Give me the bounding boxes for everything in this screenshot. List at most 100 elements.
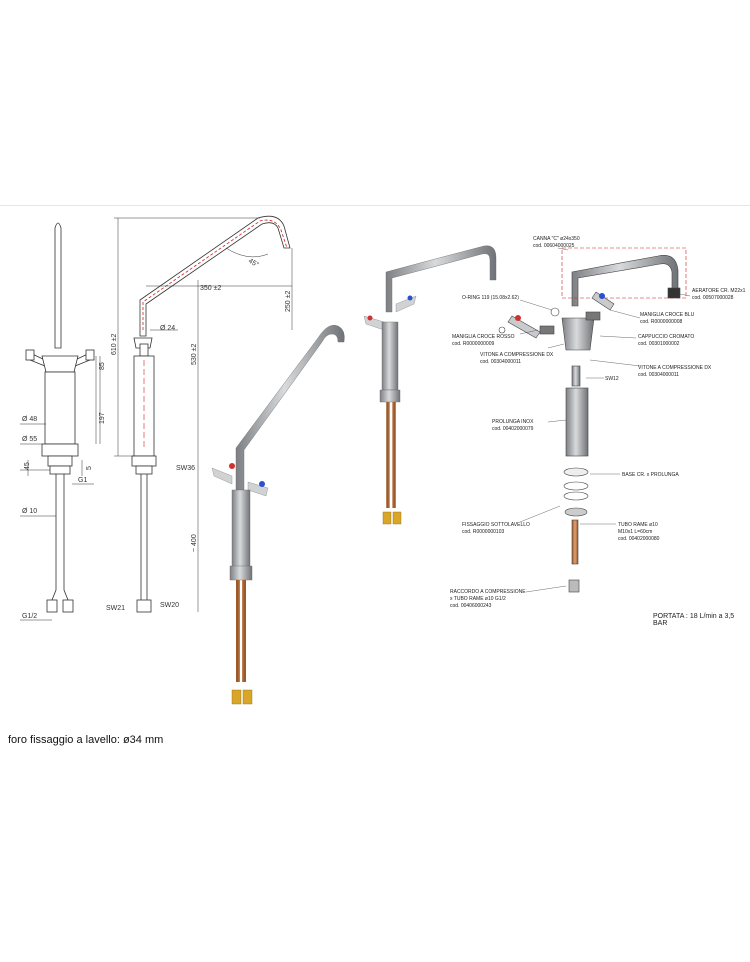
dim-d48: Ø 48 <box>22 416 37 423</box>
exploded-view <box>498 247 691 593</box>
exploded-extension <box>565 387 589 457</box>
svg-text:TUBO RAME ø10: TUBO RAME ø10 <box>618 522 658 528</box>
svg-text:cod. 00507000028: cod. 00507000028 <box>692 295 734 301</box>
svg-text:cod. 00402000079: cod. 00402000079 <box>492 426 534 432</box>
svg-text:PROLUNGA INOX: PROLUNGA INOX <box>492 419 534 425</box>
svg-text:cod. R0000000008: cod. R0000000008 <box>640 319 682 325</box>
render-small-pipes <box>386 402 396 508</box>
render-small-spout <box>385 245 497 313</box>
front-thread <box>47 455 73 467</box>
dim-530: 530 ±2 <box>191 344 198 365</box>
render-large-body <box>231 489 251 573</box>
exploded-labels: CANNA "C" ø24x350 cod. 00604000025 AERAT… <box>450 236 746 609</box>
label-fissaggio: FISSAGGIO SOTTOLAVELLO cod. R0000000103 <box>462 522 530 535</box>
render-large-fitting-r <box>242 689 253 705</box>
dim-g12: G1/2 <box>22 613 37 620</box>
front-fitting-right <box>62 599 74 613</box>
render-large-fitting-l <box>231 689 242 705</box>
front-dimension-texts: Ø 48 Ø 55 45 5 G1 Ø 10 G1/2 85 197 <box>22 362 106 620</box>
svg-text:SW12: SW12 <box>605 376 619 382</box>
exploded-oring <box>550 307 560 317</box>
exploded-leaders <box>519 247 691 593</box>
label-canna: CANNA "C" ø24x350 cod. 00604000025 <box>533 236 580 249</box>
svg-text:cod. 00406000243: cod. 00406000243 <box>450 603 492 609</box>
svg-text:cod. R0000000103: cod. R0000000103 <box>462 529 504 535</box>
dim-250: 250 ±2 <box>285 291 292 312</box>
side-pipe <box>140 474 148 600</box>
exploded-spout <box>571 255 679 307</box>
render-small-fitting-r <box>392 511 402 525</box>
exploded-washer-1 <box>563 481 589 491</box>
side-handle-cap <box>139 343 149 357</box>
svg-text:cod. 00304000011: cod. 00304000011 <box>638 372 679 378</box>
label-maniglia-rosso: MANIGLIA CROCE ROSSO cod. R0000000009 <box>452 334 515 347</box>
label-cappuccio: CAPPUCCIO CROMATO cod. 00301000002 <box>638 334 694 347</box>
dim-45: 45 <box>24 462 31 470</box>
dim-197: 197 <box>99 412 106 424</box>
exploded-valve-right <box>585 311 601 321</box>
render-small-base <box>379 389 401 403</box>
front-nut <box>49 465 71 475</box>
dim-sw20: SW20 <box>160 602 179 609</box>
svg-text:MANIGLIA CROCE BLU: MANIGLIA CROCE BLU <box>640 312 695 318</box>
front-view <box>20 222 101 621</box>
front-pipes <box>51 474 69 612</box>
side-view <box>114 215 293 613</box>
side-spout <box>139 215 291 337</box>
svg-text:CANNA "C" ø24x350: CANNA "C" ø24x350 <box>533 236 580 242</box>
exploded-aerator <box>667 287 681 299</box>
svg-text:cod. 00402000080: cod. 00402000080 <box>618 536 660 542</box>
front-spout <box>54 222 62 349</box>
mounting-hole-caption: foro fissaggio a lavello: ø34 mm <box>8 734 164 746</box>
render-small-fitting-l <box>382 511 392 525</box>
label-base: BASE CR. x PROLUNGA <box>622 472 679 478</box>
exploded-washer-2 <box>563 491 589 501</box>
svg-text:VITONE A COMPRESSIONE DX: VITONE A COMPRESSIONE DX <box>480 352 554 358</box>
exploded-copper-tube <box>571 519 579 565</box>
label-vitone-dx2: VITONE A COMPRESSIONE DX cod. 0030400001… <box>638 365 712 378</box>
dim-sw21: SW21 <box>106 605 125 612</box>
render-large-pipes <box>236 580 246 682</box>
label-oring: O-RING 119 (15.08x2.62) <box>462 295 519 301</box>
front-dimensions <box>20 356 101 621</box>
exploded-handle-red <box>507 315 541 339</box>
exploded-spout-hidden <box>561 247 687 299</box>
dim-d55: Ø 55 <box>22 436 37 443</box>
side-nut <box>135 465 153 475</box>
svg-text:O-RING 119 (15.08x2.62): O-RING 119 (15.08x2.62) <box>462 295 519 301</box>
dim-d24: Ø 24 <box>160 325 175 332</box>
label-sw12: SW12 <box>605 376 619 382</box>
render-faucet-large <box>211 325 345 705</box>
render-large-base <box>229 565 253 581</box>
label-aeratore: AERATORE CR. M22x1 cod. 00507000028 <box>692 288 746 301</box>
dim-sw36: SW36 <box>176 465 195 472</box>
svg-text:cod. 00304000011: cod. 00304000011 <box>480 359 521 365</box>
render-large-spout <box>235 325 345 493</box>
render-small-body <box>381 321 399 391</box>
svg-text:cod. 00301000002: cod. 00301000002 <box>638 341 680 347</box>
svg-text:MANIGLIA CROCE ROSSO: MANIGLIA CROCE ROSSO <box>452 334 515 340</box>
render-large-handles <box>211 463 269 497</box>
exploded-nut <box>564 507 588 517</box>
svg-text:M10x1 L=60cm: M10x1 L=60cm <box>618 529 652 535</box>
exploded-stem <box>571 365 581 387</box>
svg-text:AERATORE CR. M22x1: AERATORE CR. M22x1 <box>692 288 746 294</box>
dim-610: 610 ±2 <box>111 334 118 355</box>
svg-text:cod. 00604000025: cod. 00604000025 <box>533 243 575 249</box>
svg-text:VITONE A COMPRESSIONE DX: VITONE A COMPRESSIONE DX <box>638 365 712 371</box>
dim-angle: 45° <box>247 257 260 269</box>
svg-text:FISSAGGIO SOTTOLAVELLO: FISSAGGIO SOTTOLAVELLO <box>462 522 530 528</box>
exploded-base-ring <box>563 467 589 477</box>
front-body <box>44 371 76 445</box>
label-vitone-dx1: VITONE A COMPRESSIONE DX cod. 0030400001… <box>480 352 554 365</box>
render-faucet-small <box>363 245 497 525</box>
exploded-head <box>561 317 595 351</box>
front-head <box>41 355 79 373</box>
svg-text:CAPPUCCIO CROMATO: CAPPUCCIO CROMATO <box>638 334 694 340</box>
svg-text:BASE CR. x PROLUNGA: BASE CR. x PROLUNGA <box>622 472 679 478</box>
dim-d10: Ø 10 <box>22 508 37 515</box>
side-base <box>131 455 157 467</box>
svg-text:x TUBO RAME ø10 G1/2: x TUBO RAME ø10 G1/2 <box>450 596 506 602</box>
exploded-washer <box>498 326 506 334</box>
